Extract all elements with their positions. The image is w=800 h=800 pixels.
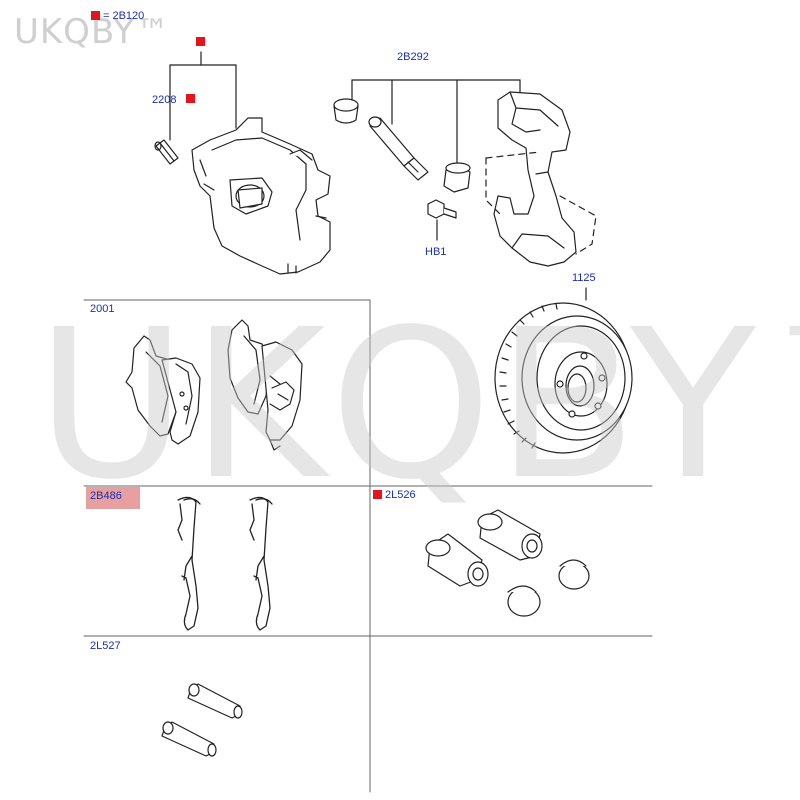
part-label-2b486: 2B486: [90, 490, 122, 502]
guide-pin-kit-1: [187, 683, 243, 719]
panel-borders: [83, 299, 653, 793]
dust-cap-2: [507, 585, 541, 617]
pin-boot: [443, 162, 471, 193]
legend-marker: [91, 11, 100, 20]
bleeder-screw: [154, 139, 179, 165]
brake-pad-right: [227, 319, 303, 451]
part-marker-2l526: [373, 490, 382, 499]
caliper-leader-lines: [169, 51, 237, 141]
bracket-hidden-outline: [485, 151, 597, 255]
dust-cap-1: [558, 559, 590, 590]
legend-text: = 2B120: [103, 10, 145, 22]
part-label-1125: 1125: [572, 272, 596, 284]
part-marker-2208: [186, 94, 195, 103]
part-label-2b292: 2B292: [397, 51, 429, 63]
caliper-bracket: [493, 91, 577, 267]
brake-caliper: [191, 117, 331, 275]
part-label-2l526: 2L526: [385, 489, 416, 501]
part-highlight-2b486: [86, 487, 140, 509]
guide-bushing-2: [477, 509, 543, 561]
dust-cap: [333, 98, 359, 124]
guide-pin: [368, 116, 429, 181]
guide-bushing-1: [425, 533, 489, 587]
part-label-2001: 2001: [90, 303, 115, 315]
part-label-2l527: 2L527: [90, 640, 121, 652]
brake-pad-left: [125, 335, 201, 445]
caliper-marker: [196, 37, 205, 46]
part-label-hb1: HB1: [425, 246, 447, 258]
part-label-2208: 2208: [152, 94, 177, 106]
anti-rattle-clip-right: [249, 496, 273, 631]
anti-rattle-clip-left: [177, 496, 201, 631]
guide-pin-kit-2: [161, 721, 217, 757]
bolt: [427, 199, 457, 241]
brake-rotor: [494, 302, 633, 454]
watermark-large: UKQBY™: [36, 285, 800, 525]
